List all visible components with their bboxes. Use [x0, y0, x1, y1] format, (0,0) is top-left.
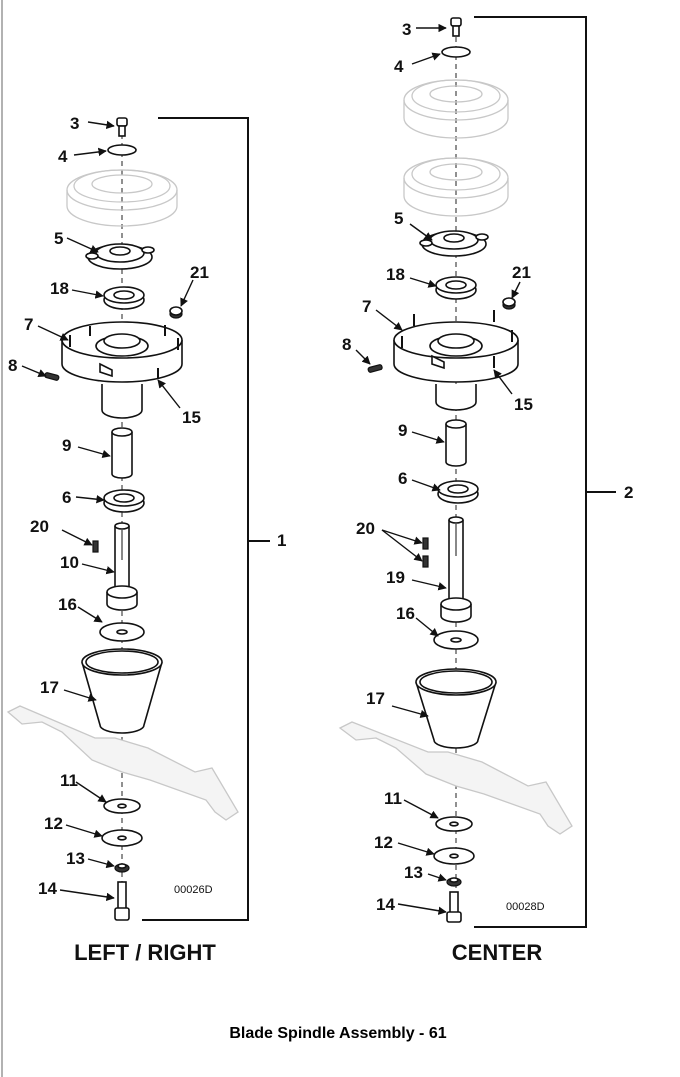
left-ghost-blade — [6, 705, 239, 821]
figure-caption: Blade Spindle Assembly - 61 — [229, 1025, 446, 1042]
center-callout-21: 21 — [512, 263, 531, 282]
center-ghost-blade — [338, 721, 573, 835]
left-bracket-number: 1 — [277, 531, 286, 550]
left-right-assembly: 3 4 5 18 21 7 8 15 9 6 20 10 16 17 11 12… — [6, 114, 286, 965]
left-bracket — [142, 117, 249, 921]
center-part-14-bolt — [446, 891, 462, 923]
center-callout-15: 15 — [514, 395, 533, 414]
left-callout-21: 21 — [190, 263, 209, 282]
center-callout-4: 4 — [394, 57, 404, 76]
left-callout-9: 9 — [62, 436, 71, 455]
center-callout-7: 7 — [362, 297, 371, 316]
left-part-17-cup — [81, 648, 163, 734]
center-callout-14: 14 — [376, 895, 395, 914]
center-ghost-pulley-upper — [403, 79, 509, 139]
left-callout-3: 3 — [70, 114, 79, 133]
center-part-8-fitting — [367, 364, 383, 373]
center-part-4-washer — [441, 46, 471, 58]
center-callout-20: 20 — [356, 519, 375, 538]
left-part-18-bearing — [103, 286, 145, 310]
left-callout-17: 17 — [40, 678, 59, 697]
left-part-9-spacer — [111, 427, 133, 479]
left-part-6-bearing — [103, 489, 145, 513]
left-part-13-lockwasher — [114, 863, 130, 873]
center-part-20-keys — [422, 537, 429, 568]
center-callout-9: 9 — [398, 421, 407, 440]
left-part-7-spindle-housing — [61, 321, 183, 419]
left-callout-12: 12 — [44, 814, 63, 833]
center-part-17-cup — [415, 668, 497, 749]
left-part-11-washer — [103, 798, 141, 814]
left-assembly-title: LEFT / RIGHT — [74, 940, 216, 965]
left-part-21-nut — [169, 306, 183, 319]
left-callout-18: 18 — [50, 279, 69, 298]
center-part-9-spacer — [445, 419, 467, 467]
left-callout-8: 8 — [8, 356, 17, 375]
center-bracket — [474, 16, 587, 928]
center-drawing-code: 00028D — [506, 901, 545, 913]
left-callout-13: 13 — [66, 849, 85, 868]
left-callout-6: 6 — [62, 488, 71, 507]
center-part-19-shaft — [440, 516, 472, 623]
center-callout-16: 16 — [396, 604, 415, 623]
left-callout-14: 14 — [38, 879, 57, 898]
left-callout-20: 20 — [30, 517, 49, 536]
center-part-11-washer — [435, 816, 473, 832]
left-callout-15: 15 — [182, 408, 201, 427]
center-callout-8: 8 — [342, 335, 351, 354]
left-part-8-fitting — [44, 372, 60, 381]
left-callout-4: 4 — [58, 147, 68, 166]
center-callout-3: 3 — [402, 20, 411, 39]
left-callout-16: 16 — [58, 595, 77, 614]
left-part-4-washer — [107, 144, 137, 156]
left-part-20-key — [92, 540, 99, 553]
center-part-5-housing — [419, 230, 489, 257]
left-part-12-washer — [101, 829, 143, 847]
left-callout-10: 10 — [60, 553, 79, 572]
center-part-6-bearing — [437, 480, 479, 504]
center-part-18-bearing — [435, 276, 477, 300]
center-part-3-bolt — [450, 17, 462, 37]
left-part-3-bolt — [116, 117, 128, 137]
left-callout-5: 5 — [54, 229, 63, 248]
left-callout-7: 7 — [24, 315, 33, 334]
left-part-16-washer — [99, 622, 145, 642]
left-ghost-pulley — [66, 169, 178, 227]
center-part-12-washer — [433, 847, 475, 865]
center-part-21-nut — [502, 297, 516, 310]
left-callout-11: 11 — [60, 771, 78, 790]
left-drawing-code: 00026D — [174, 884, 213, 896]
center-part-7-spindle-housing — [393, 310, 519, 411]
center-assembly: 3 4 5 18 21 7 8 15 9 6 20 19 16 17 11 12… — [338, 16, 633, 965]
center-callout-11: 11 — [384, 789, 402, 808]
center-part-13-lockwasher — [446, 877, 462, 887]
left-part-10-shaft — [106, 522, 138, 611]
center-assembly-title: CENTER — [452, 940, 543, 965]
center-part-16-washer — [433, 630, 479, 650]
left-part-5-housing — [85, 243, 155, 270]
center-callout-5: 5 — [394, 209, 403, 228]
center-callout-6: 6 — [398, 469, 407, 488]
center-callout-19: 19 — [386, 568, 405, 587]
left-part-14-bolt — [114, 881, 130, 921]
center-bracket-number: 2 — [624, 483, 633, 502]
center-callout-12: 12 — [374, 833, 393, 852]
center-callout-17: 17 — [366, 689, 385, 708]
center-callout-18: 18 — [386, 265, 405, 284]
center-callout-13: 13 — [404, 863, 423, 882]
center-ghost-pulley-lower — [403, 157, 509, 217]
